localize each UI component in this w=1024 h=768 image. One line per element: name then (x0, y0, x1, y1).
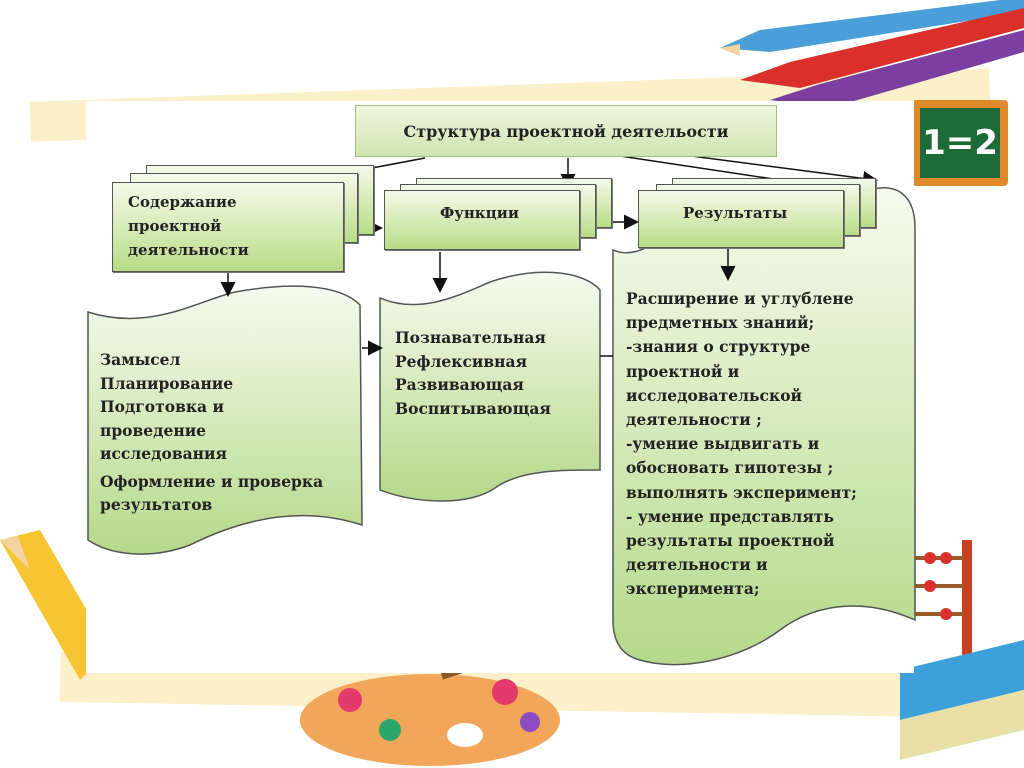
result-item: предметных знаний; (626, 313, 815, 333)
content-item: Замысел (100, 350, 181, 369)
function-item: Развивающая (395, 375, 524, 394)
tab-content (112, 182, 344, 272)
function-item: Воспитывающая (395, 398, 551, 418)
chalkboard-decoration: 1=2 (912, 100, 1008, 186)
content-item: результатов (100, 495, 213, 514)
abacus-books-decoration (900, 540, 1024, 760)
result-item: Расширение и углублене (626, 289, 854, 308)
result-item: деятельности и (626, 555, 768, 575)
tab-results (638, 190, 844, 248)
content-scroll-1 (87, 285, 363, 555)
tab-functions (384, 190, 580, 250)
result-item: выполнять эксперимент; (626, 482, 857, 502)
result-item: проектной и (626, 361, 740, 381)
result-item: деятельности ; (626, 410, 762, 430)
yellow-pencil-decoration (0, 530, 110, 680)
diagram-header-title: Структура проектной деятельости (355, 105, 777, 157)
result-items: Расширение и углублене предметных знаний… (626, 287, 857, 602)
chalkboard-text: 1=2 (920, 108, 1000, 178)
function-item: Познавательная (395, 328, 546, 347)
result-item: результаты проектной (626, 531, 835, 551)
result-item: - умение представлять (626, 506, 834, 526)
tab-functions-label: Функции (440, 204, 519, 222)
function-item: Рефлексивная (395, 351, 528, 371)
result-item: исследовательской (626, 385, 803, 405)
content-item: Подготовка и (100, 397, 224, 416)
content-scroll-2 (379, 271, 601, 502)
pencils-decoration (720, 0, 1024, 108)
result-item: обосновать гипотезы ; (626, 458, 834, 478)
result-item: эксперимента; (626, 579, 760, 599)
content-item: Оформление и проверка (100, 471, 324, 491)
tab-results-label: Результаты (683, 204, 788, 222)
content-item: проведение (100, 420, 207, 440)
result-item: -умение выдвигать и (626, 434, 820, 454)
result-item: -знания о структуре (626, 337, 811, 357)
content-items: Замысел Планирование Подготовка и провед… (100, 348, 323, 517)
content-item: Планирование (100, 373, 234, 393)
tab-content-label: Содержание проектной деятельности (128, 193, 249, 259)
content-item: исследования (100, 444, 227, 463)
function-items: Познавательная Рефлексивная Развивающая … (395, 326, 551, 420)
